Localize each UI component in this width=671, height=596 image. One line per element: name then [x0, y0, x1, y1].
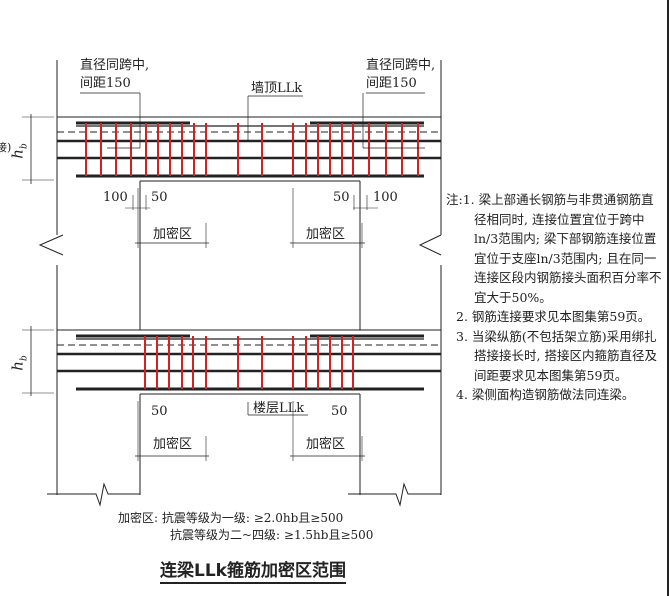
ground-break-left — [47, 482, 140, 507]
left-cut-text: 接) — [0, 141, 12, 154]
ground-break-right — [348, 482, 441, 507]
dense-zone-label: 加密区 — [153, 227, 193, 242]
dense-zone-label: 加密区 — [153, 437, 193, 452]
wall-break-left — [38, 234, 64, 256]
note-2: 2. 钢筋连接要求见本图集第59页。 — [456, 309, 651, 324]
floor-beam-label: 楼层LLk — [253, 401, 305, 416]
note-3: 3. 当梁纵筋(不包括架立筋)采用绑扎搭接接长时, 搭接区内箍筋直径及间距要求见… — [456, 328, 657, 383]
right-callout-line2: 间距150 — [366, 76, 417, 91]
dim-50-right: 50 — [333, 190, 350, 205]
hb-label-bottom: hb — [8, 355, 30, 371]
dim-100-left: 100 — [103, 190, 128, 205]
notes-block: 注:1. 梁上部通长钢筋与非贯通钢筋直径相同时, 连接位置宜位于跨中ln/3范围… — [446, 190, 666, 405]
page-border — [667, 0, 669, 596]
left-callout-line2: 间距150 — [80, 76, 131, 91]
dim-50-right-lower: 50 — [331, 404, 348, 419]
dim-100-right: 100 — [373, 190, 398, 205]
top-beam-label: 墙顶LLk — [251, 81, 303, 96]
drawing-title: 连梁LLk箍筋加密区范围 — [160, 556, 346, 584]
dense-zone-rule-2: 抗震等级为二~四级: ≥1.5hb且≥500 — [170, 528, 374, 542]
dense-zone-label: 加密区 — [306, 437, 346, 452]
wall-break-right — [418, 234, 442, 256]
dense-zone-rule-1: 加密区: 抗震等级为一级: ≥2.0hb且≥500 — [118, 511, 344, 525]
right-callout-line1: 直径同跨中, — [366, 58, 436, 73]
left-callout-line1: 直径同跨中, — [80, 58, 150, 73]
dim-50-left-lower: 50 — [151, 404, 168, 419]
dim-50-left: 50 — [151, 190, 168, 205]
note-4: 4. 梁侧面构造钢筋做法同连梁。 — [456, 387, 635, 402]
note-1: 注:1. 梁上部通长钢筋与非贯通钢筋直径相同时, 连接位置宜位于跨中ln/3范围… — [446, 192, 662, 305]
hb-label-top: hb — [8, 143, 30, 159]
dense-zone-label: 加密区 — [306, 227, 346, 242]
